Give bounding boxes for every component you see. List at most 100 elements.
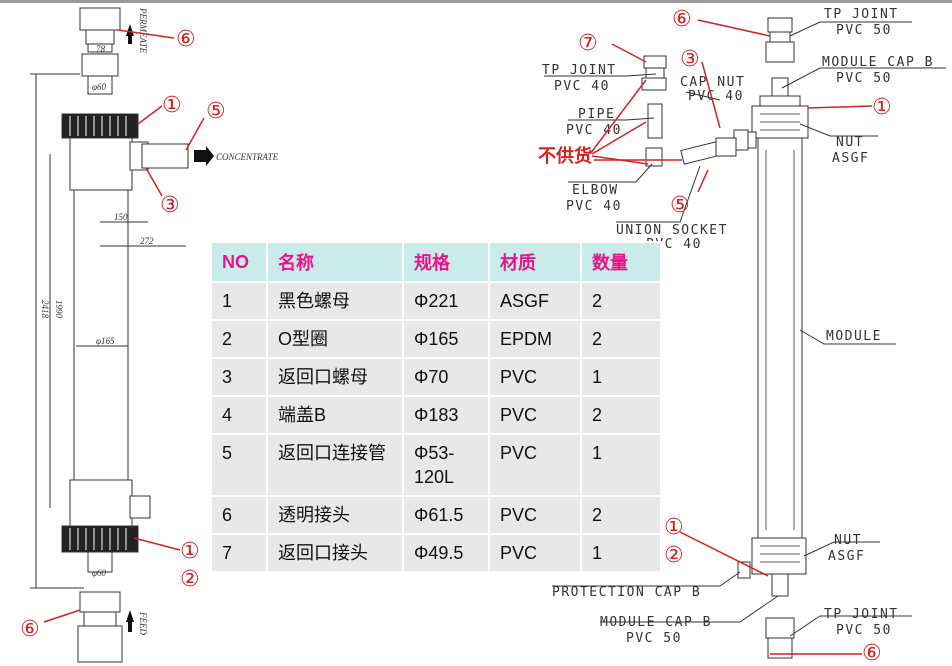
callout-1-bottom-right: ① bbox=[664, 515, 684, 540]
cell-material: ASGF bbox=[488, 281, 582, 321]
table-row: 1 黑色螺母 Φ221 ASGF 2 bbox=[210, 281, 662, 321]
table-row: 5 返回口连接管 Φ53-120L PVC 1 bbox=[210, 433, 662, 497]
callout-6-top-right: ⑥ bbox=[672, 7, 692, 32]
cell-spec: Φ165 bbox=[402, 319, 490, 359]
cell-material: EPDM bbox=[488, 319, 582, 359]
dim-phi60-bottom-label: φ60 bbox=[92, 568, 106, 578]
cell-name: 返回口接头 bbox=[266, 533, 404, 573]
callout-5-right: ⑤ bbox=[670, 193, 690, 218]
cell-name: 返回口连接管 bbox=[266, 433, 404, 497]
callout-7-right: ⑦ bbox=[578, 31, 598, 56]
feed-arrow-icon bbox=[126, 610, 134, 632]
cell-no: 5 bbox=[210, 433, 268, 497]
table-row: 6 透明接头 Φ61.5 PVC 2 bbox=[210, 495, 662, 535]
callout-3-left: ③ bbox=[160, 193, 180, 218]
feed-label: FEED bbox=[138, 611, 148, 635]
callout-1-top-right: ① bbox=[872, 95, 892, 120]
elbow-label-1: ELBOW bbox=[572, 183, 619, 198]
cell-material: PVC bbox=[488, 495, 582, 535]
tp-joint-bottom-label-2: PVC 50 bbox=[836, 623, 892, 638]
callout-6-bottom-right: ⑥ bbox=[862, 641, 882, 666]
not-supplied-label: 不供货 bbox=[538, 145, 592, 166]
table-row: 3 返回口螺母 Φ70 PVC 1 bbox=[210, 357, 662, 397]
callout-5-left: ⑤ bbox=[206, 99, 226, 124]
cell-material: PVC bbox=[488, 395, 582, 435]
tp-joint-40-label-2: PVC 40 bbox=[554, 79, 610, 94]
parts-table: NO 名称 规格 材质 数量 1 黑色螺母 Φ221 ASGF 2 2 O型圈 bbox=[210, 241, 662, 573]
cell-material: PVC bbox=[488, 357, 582, 397]
dim-phi60-top-label: φ60 bbox=[92, 82, 106, 92]
module-cap-top-label-2: PVC 50 bbox=[836, 71, 892, 86]
cell-quantity: 2 bbox=[580, 281, 662, 321]
left-assembly-drawing: PERMEATE CONCENTRATE FEED 78 φ60 150 272… bbox=[20, 7, 279, 663]
pipe-label-1: PIPE bbox=[578, 107, 615, 122]
cell-no: 2 bbox=[210, 319, 268, 359]
pipe-label-2: PVC 40 bbox=[566, 123, 622, 138]
right-exploded-drawing: TP JOINT PVC 50 MODULE CAP B PVC 50 TP J… bbox=[538, 7, 946, 666]
cell-spec: Φ221 bbox=[402, 281, 490, 321]
table-row: 4 端盖B Φ183 PVC 2 bbox=[210, 395, 662, 435]
dim-phi165-label: φ165 bbox=[96, 336, 115, 346]
cell-name: 端盖B bbox=[266, 395, 404, 435]
protection-cap-label: PROTECTION CAP B bbox=[552, 585, 701, 600]
dim-78-label: 78 bbox=[96, 44, 106, 54]
callout-2-right: ② bbox=[664, 543, 684, 568]
header-no: NO bbox=[210, 241, 268, 283]
top-border bbox=[0, 0, 952, 3]
cell-no: 4 bbox=[210, 395, 268, 435]
cell-no: 7 bbox=[210, 533, 268, 573]
union-socket-label-1: UNION SOCKET bbox=[616, 223, 728, 238]
cell-quantity: 2 bbox=[580, 319, 662, 359]
concentrate-label: CONCENTRATE bbox=[216, 152, 279, 162]
cell-spec: Φ53-120L bbox=[402, 433, 490, 497]
permeate-label: PERMEATE bbox=[138, 7, 148, 54]
cell-spec: Φ183 bbox=[402, 395, 490, 435]
cell-spec: Φ61.5 bbox=[402, 495, 490, 535]
nut-top-label-2: ASGF bbox=[832, 151, 869, 166]
cell-quantity: 2 bbox=[580, 395, 662, 435]
cell-name: O型圈 bbox=[266, 319, 404, 359]
dim-272-label: 272 bbox=[140, 236, 154, 246]
callout-1-upper-left: ① bbox=[162, 93, 182, 118]
nut-bottom-label-2: ASGF bbox=[828, 549, 865, 564]
cap-nut-label-1: CAP NUT bbox=[680, 75, 745, 90]
parts-table-container: NO 名称 规格 材质 数量 1 黑色螺母 Φ221 ASGF 2 2 O型圈 bbox=[210, 241, 662, 573]
cell-spec: Φ70 bbox=[402, 357, 490, 397]
cell-name: 返回口螺母 bbox=[266, 357, 404, 397]
dim-1990-label: 1990 bbox=[54, 300, 64, 319]
cell-no: 3 bbox=[210, 357, 268, 397]
cell-quantity: 1 bbox=[580, 433, 662, 497]
header-name: 名称 bbox=[266, 241, 404, 283]
callout-6-top-left: ⑥ bbox=[176, 27, 196, 52]
callout-3-right: ③ bbox=[680, 47, 700, 72]
dim-150-label: 150 bbox=[114, 212, 128, 222]
callout-1-lower-left: ① bbox=[180, 539, 200, 564]
header-spec: 规格 bbox=[402, 241, 490, 283]
concentrate-arrow-icon bbox=[194, 146, 214, 166]
tp-joint-40-label-1: TP JOINT bbox=[542, 63, 617, 78]
callout-2-left: ② bbox=[180, 567, 200, 592]
header-quantity: 数量 bbox=[580, 241, 662, 283]
cell-name: 黑色螺母 bbox=[266, 281, 404, 321]
cell-quantity: 1 bbox=[580, 533, 662, 573]
tp-joint-top-label-2: PVC 50 bbox=[836, 23, 892, 38]
module-label: MODULE bbox=[826, 329, 882, 344]
module-cap-top-label-1: MODULE CAP B bbox=[822, 55, 934, 70]
header-material: 材质 bbox=[488, 241, 582, 283]
cell-no: 1 bbox=[210, 281, 268, 321]
nut-top-label-1: NUT bbox=[836, 135, 864, 150]
permeate-arrow-icon bbox=[126, 24, 134, 44]
table-header-row: NO 名称 规格 材质 数量 bbox=[210, 241, 662, 283]
nut-bottom-label-1: NUT bbox=[834, 533, 862, 548]
elbow-label-2: PVC 40 bbox=[566, 199, 622, 214]
cell-no: 6 bbox=[210, 495, 268, 535]
cell-material: PVC bbox=[488, 433, 582, 497]
cell-material: PVC bbox=[488, 533, 582, 573]
cell-name: 透明接头 bbox=[266, 495, 404, 535]
table-row: 2 O型圈 Φ165 EPDM 2 bbox=[210, 319, 662, 359]
module-cap-bottom-label-1: MODULE CAP B bbox=[600, 615, 712, 630]
cell-quantity: 1 bbox=[580, 357, 662, 397]
cell-spec: Φ49.5 bbox=[402, 533, 490, 573]
dim-2418-label: 2418 bbox=[40, 300, 50, 319]
